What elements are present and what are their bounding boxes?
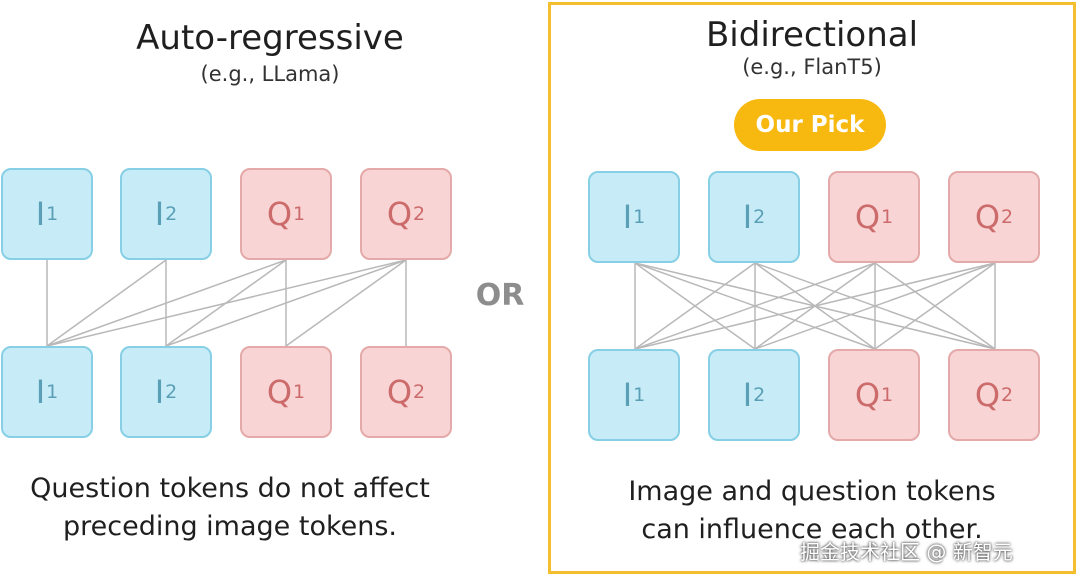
connection-line [634, 262, 876, 350]
connection-line [46, 259, 407, 347]
connection-line [165, 259, 287, 347]
connection-line [874, 262, 996, 350]
caption-line: Question tokens do not affect [30, 473, 430, 504]
connection-line [754, 262, 876, 350]
panel-caption: Question tokens do not affect preceding … [0, 470, 500, 546]
connection-line [634, 262, 996, 350]
connection-line [754, 262, 876, 350]
connection-line [46, 259, 167, 347]
connection-line [285, 259, 407, 347]
connection-line [165, 259, 407, 347]
connection-line [634, 262, 756, 350]
caption-line: preceding image tokens. [62, 511, 398, 542]
panel-title: Bidirectional [705, 15, 919, 55]
connection-line [874, 262, 996, 350]
panel-caption: Image and question tokens can influence … [551, 473, 1073, 549]
connection-line [754, 262, 996, 350]
panel-title: Auto-regressive [136, 18, 404, 58]
our-pick-badge: Our Pick [734, 99, 886, 151]
caption-line: Image and question tokens [628, 476, 996, 507]
or-label: OR [475, 278, 525, 313]
connection-line [634, 262, 996, 350]
watermark: 掘金技术社区 @ 新智元 [800, 540, 1013, 564]
connection-line [634, 262, 756, 350]
caption-line: can influence each other. [641, 514, 983, 545]
panel-subtitle: (e.g., LLama) [200, 62, 340, 86]
panel-subtitle: (e.g., FlanT5) [742, 55, 882, 79]
connection-line [754, 262, 996, 350]
connection-line [634, 262, 876, 350]
connection-line [46, 259, 287, 347]
